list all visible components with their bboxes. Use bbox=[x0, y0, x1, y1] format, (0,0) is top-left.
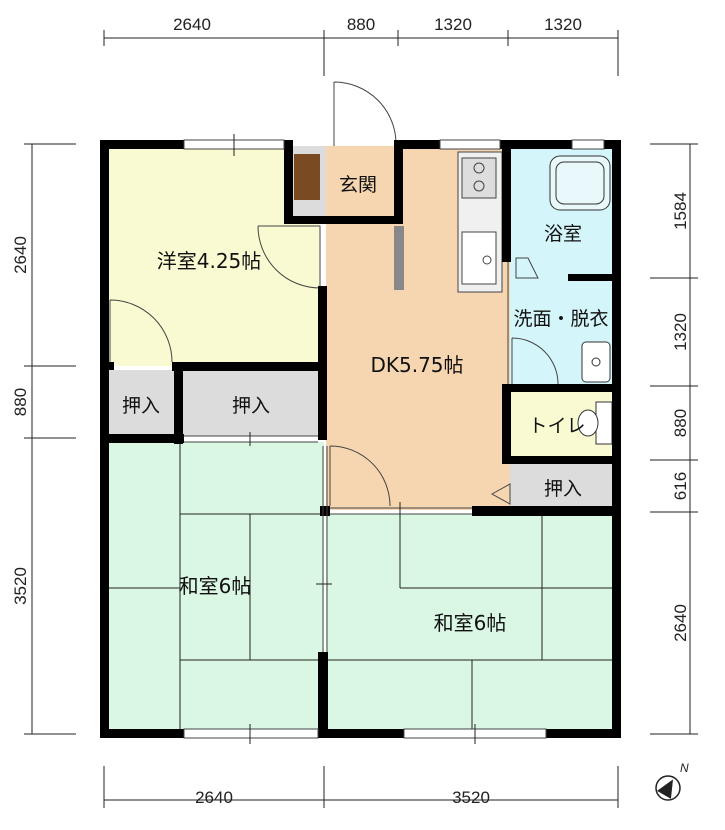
dim-bottom-1: 2640 bbox=[195, 788, 233, 807]
dim-top-1: 2640 bbox=[173, 15, 211, 34]
dim-top-3: 1320 bbox=[434, 15, 472, 34]
label-western-room: 洋室4.25帖 bbox=[157, 249, 262, 273]
partition-bar bbox=[394, 226, 404, 290]
closet-mid-fill bbox=[182, 370, 322, 436]
closet-small-fill bbox=[106, 370, 176, 438]
dim-right-4: 616 bbox=[671, 472, 690, 500]
dim-top-4: 1320 bbox=[544, 15, 582, 34]
washbasin bbox=[581, 341, 611, 383]
dim-top-2: 880 bbox=[347, 15, 375, 34]
window-ticks bbox=[233, 134, 476, 744]
label-toilet: トイレ bbox=[528, 415, 585, 437]
dim-bottom-2: 3520 bbox=[452, 788, 490, 807]
dim-left-3: 3520 bbox=[11, 567, 30, 605]
dimension-lines bbox=[24, 30, 698, 808]
tatami-lines-right bbox=[326, 514, 616, 732]
label-bath: 浴室 bbox=[544, 223, 582, 245]
wall-thin-lines bbox=[184, 262, 509, 652]
walls bbox=[100, 140, 621, 738]
closet-right-fill bbox=[510, 462, 614, 510]
label-washitsu-left: 和室6帖 bbox=[179, 574, 252, 598]
label-dk: DK5.75帖 bbox=[370, 353, 463, 377]
label-closet-small: 押入 bbox=[122, 395, 160, 417]
kitchen-counter bbox=[457, 151, 503, 293]
compass-label: N bbox=[680, 761, 689, 775]
dim-right-2: 1320 bbox=[671, 313, 690, 351]
dim-right-1: 1584 bbox=[671, 192, 690, 230]
dim-right-3: 880 bbox=[671, 409, 690, 437]
dim-left-2: 880 bbox=[11, 388, 30, 416]
compass-icon: N bbox=[655, 761, 689, 801]
bathtub bbox=[549, 155, 611, 211]
label-closet-mid: 押入 bbox=[232, 395, 270, 417]
shoe-box bbox=[294, 154, 320, 200]
label-entrance: 玄関 bbox=[339, 174, 377, 196]
label-washroom: 洗面・脱衣 bbox=[513, 308, 608, 330]
label-washitsu-right: 和室6帖 bbox=[434, 611, 507, 635]
washitsu-left-fill bbox=[106, 442, 324, 732]
dim-left-1: 2640 bbox=[11, 236, 30, 274]
washitsu-right-fill bbox=[326, 514, 616, 732]
label-closet-right: 押入 bbox=[544, 478, 582, 500]
door-swings bbox=[109, 81, 559, 507]
tatami-lines-left bbox=[106, 442, 324, 732]
dim-right-5: 2640 bbox=[671, 604, 690, 642]
toilet-bowl bbox=[577, 401, 613, 445]
